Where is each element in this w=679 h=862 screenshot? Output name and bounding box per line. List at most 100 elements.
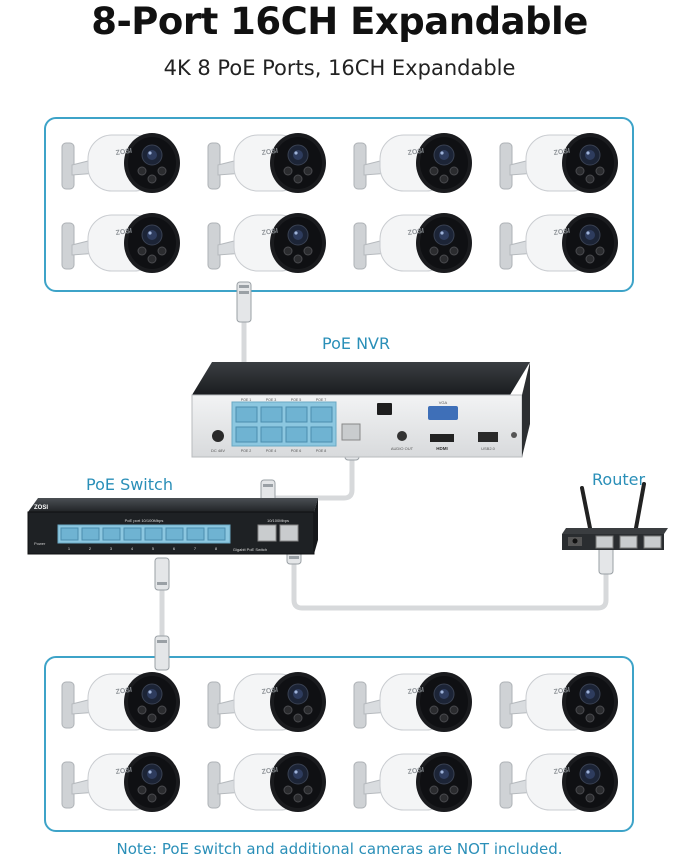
bottom-camera-1: ZOSI (58, 664, 186, 742)
nvr-poe-port (235, 406, 258, 423)
bottom-camera-8: ZOSI (496, 744, 624, 822)
svg-text:ZOSI: ZOSI (407, 228, 424, 237)
svg-text:ZOSI: ZOSI (115, 687, 132, 696)
switch-uplink-port-1 (257, 524, 277, 542)
nvr-poe-port (260, 426, 283, 443)
router-device (562, 482, 668, 550)
router-lan-port (595, 535, 614, 549)
switch-poe-port (60, 527, 79, 541)
nvr-poe-label: POE 8 (316, 449, 327, 453)
bullet-camera-icon: ZOSI (207, 672, 326, 732)
svg-text:ZOSI: ZOSI (115, 148, 132, 157)
bullet-camera-icon: ZOSI (353, 133, 472, 193)
nvr-poe-label: POE 2 (241, 449, 252, 453)
bottom-camera-4: ZOSI (496, 664, 624, 742)
switch-port-number: 3 (110, 546, 113, 551)
bullet-camera-icon: ZOSI (499, 752, 618, 812)
switch-port-number: 8 (215, 546, 218, 551)
svg-text:ZOSI: ZOSI (261, 767, 278, 776)
usb-port (478, 432, 498, 442)
switch-port-number: 2 (89, 546, 92, 551)
bullet-camera-icon: ZOSI (207, 213, 326, 273)
svg-text:ZOSI: ZOSI (553, 228, 570, 237)
router-lan-port (643, 535, 662, 549)
switch-port-number: 4 (131, 546, 134, 551)
switch-uplink-label: 10/100Mbps (267, 518, 289, 523)
rj45-plug-icon (236, 281, 252, 323)
svg-text:ZOSI: ZOSI (553, 148, 570, 157)
bottom-camera-group: ZOSI ZOSI (44, 656, 634, 832)
nvr-hdmi-label: HDMI (436, 446, 448, 451)
bullet-camera-icon: ZOSI (499, 213, 618, 273)
bullet-camera-icon: ZOSI (207, 752, 326, 812)
nvr-poe-port (260, 406, 283, 423)
cable-switch-to-router (291, 545, 609, 611)
top-camera-8: ZOSI (496, 205, 624, 283)
router-label: Router (592, 470, 646, 489)
svg-text:ZOSI: ZOSI (115, 228, 132, 237)
switch-poe-port (81, 527, 100, 541)
nvr-poe-port (310, 406, 333, 423)
nvr-poe-label: POE 1 (241, 398, 252, 402)
svg-text:ZOSI: ZOSI (261, 148, 278, 157)
bullet-camera-icon: ZOSI (61, 213, 180, 273)
dc-jack-icon (212, 430, 224, 442)
svg-text:ZOSI: ZOSI (261, 687, 278, 696)
svg-text:ZOSI: ZOSI (407, 767, 424, 776)
switch-port-number: 6 (173, 546, 176, 551)
nvr-poe-label: POE 5 (291, 398, 302, 402)
hdmi-port (430, 434, 454, 442)
nvr-poe-label: POE 4 (266, 449, 277, 453)
switch-port-number: 5 (152, 546, 155, 551)
switch-poe-port (123, 527, 142, 541)
router-antenna-icon (634, 482, 646, 530)
switch-brand-label: ZOSI (34, 505, 48, 511)
top-camera-6: ZOSI (204, 205, 332, 283)
svg-text:ZOSI: ZOSI (115, 767, 132, 776)
router-antenna-icon (580, 486, 592, 530)
top-camera-group: ZOSI ZOSI (44, 117, 634, 292)
vga-port (428, 406, 458, 420)
bottom-camera-3: ZOSI (350, 664, 478, 742)
bullet-camera-icon: ZOSI (353, 752, 472, 812)
nvr-poe-port (285, 426, 308, 443)
bullet-camera-icon: ZOSI (499, 133, 618, 193)
switch-poe-port (144, 527, 163, 541)
nvr-poe-label: POE 7 (316, 398, 327, 402)
top-camera-7: ZOSI (350, 205, 478, 283)
top-camera-1: ZOSI (58, 125, 186, 203)
top-camera-3: ZOSI (350, 125, 478, 203)
page-subtitle: 4K 8 PoE Ports, 16CH Expandable (163, 56, 516, 80)
power-switch-icon (377, 403, 392, 415)
bottom-camera-5: ZOSI (58, 744, 186, 822)
bottom-camera-7: ZOSI (350, 744, 478, 822)
switch-port-number: 7 (194, 546, 197, 551)
bullet-camera-icon: ZOSI (61, 752, 180, 812)
bullet-camera-icon: ZOSI (353, 672, 472, 732)
switch-uplink-port-2 (279, 524, 299, 542)
nvr-dc-label: DC 48V (211, 448, 225, 453)
nvr-poe-port (310, 426, 333, 443)
switch-poe-port (207, 527, 226, 541)
nvr-label: PoE NVR (322, 334, 391, 353)
nvr-usb-label: USB2.0 (481, 446, 496, 451)
switch-poe-port (165, 527, 184, 541)
svg-text:ZOSI: ZOSI (553, 767, 570, 776)
svg-text:ZOSI: ZOSI (407, 148, 424, 157)
bottom-camera-2: ZOSI (204, 664, 332, 742)
switch-model-label: Gigabit PoE Switch (233, 547, 267, 552)
switch-label: PoE Switch (86, 475, 173, 494)
page-title: 8-Port 16CH Expandable (91, 0, 588, 43)
footnote: Note: PoE switch and additional cameras … (116, 840, 563, 858)
bottom-camera-6: ZOSI (204, 744, 332, 822)
nvr-vga-label: VGA (439, 400, 448, 405)
nvr-audio-label: AUDIO OUT (391, 446, 414, 451)
bullet-camera-icon: ZOSI (499, 672, 618, 732)
bullet-camera-icon: ZOSI (61, 672, 180, 732)
nvr-lan-port (341, 423, 361, 441)
switch-port-number: 1 (68, 546, 71, 551)
nvr-poe-port (235, 426, 258, 443)
top-camera-5: ZOSI (58, 205, 186, 283)
ground-screw-icon (511, 432, 517, 438)
switch-ports-label: PoE port 10/100Mbps (125, 518, 164, 523)
